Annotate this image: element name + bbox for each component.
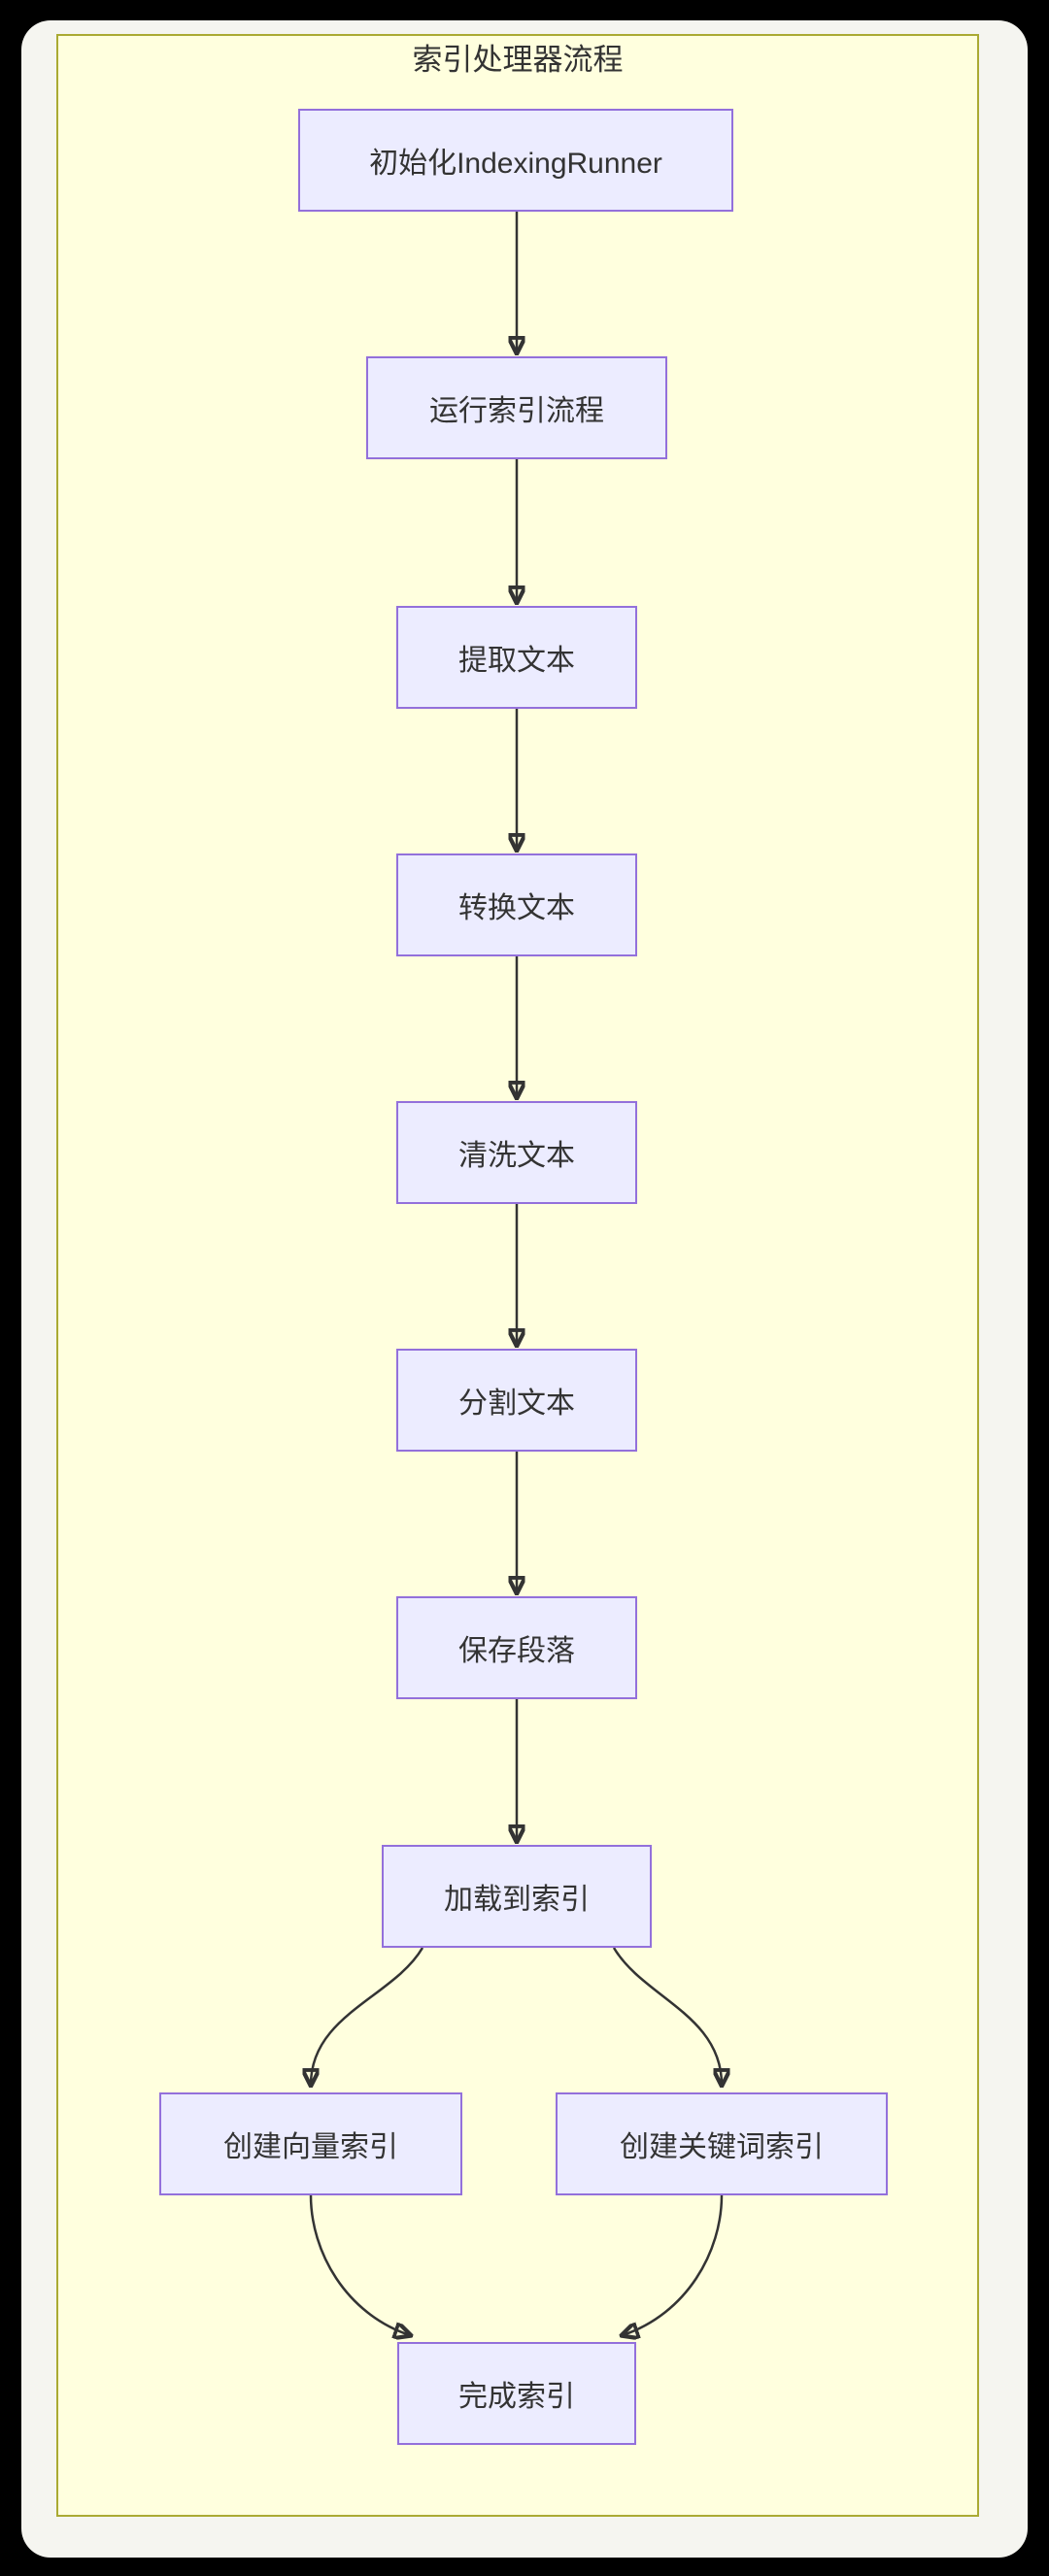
node-label: 保存段落 [458, 1635, 575, 1667]
edge-vector-complete [309, 2194, 410, 2335]
node-label: 分割文本 [458, 1388, 575, 1420]
node-create-keyword-index: 创建关键词索引 [556, 2092, 888, 2195]
node-label: 清洗文本 [458, 1140, 575, 1172]
node-init-indexing-runner: 初始化IndexingRunner [298, 109, 733, 212]
node-run-index-process: 运行索引流程 [366, 356, 667, 459]
node-label: 创建关键词索引 [620, 2131, 824, 2163]
edge-keyword-complete [623, 2194, 724, 2335]
node-label: 完成索引 [458, 2381, 575, 2413]
edge-layer [58, 212, 977, 2515]
node-label: 转换文本 [458, 892, 575, 924]
screenshot-card: 索引处理器流程 初始化Indexi [21, 20, 1028, 2558]
node-extract-text: 提取文本 [396, 606, 637, 709]
node-complete-index: 完成索引 [397, 2342, 636, 2445]
flowchart-cluster: 索引处理器流程 初始化Indexi [56, 34, 979, 2517]
edge-load-vector [311, 1947, 424, 2085]
node-label: 提取文本 [458, 645, 575, 677]
node-label: 运行索引流程 [429, 395, 604, 427]
node-save-paragraphs: 保存段落 [396, 1596, 637, 1699]
node-clean-text: 清洗文本 [396, 1101, 637, 1204]
node-transform-text: 转换文本 [396, 853, 637, 956]
node-load-to-index: 加载到索引 [382, 1845, 652, 1948]
node-split-text: 分割文本 [396, 1349, 637, 1452]
edge-load-keyword [612, 1947, 722, 2085]
diagram-title: 索引处理器流程 [412, 43, 624, 77]
node-label: 创建向量索引 [223, 2131, 398, 2163]
node-label: 初始化IndexingRunner [369, 148, 662, 180]
node-create-vector-index: 创建向量索引 [159, 2092, 462, 2195]
node-label: 加载到索引 [444, 1884, 590, 1916]
